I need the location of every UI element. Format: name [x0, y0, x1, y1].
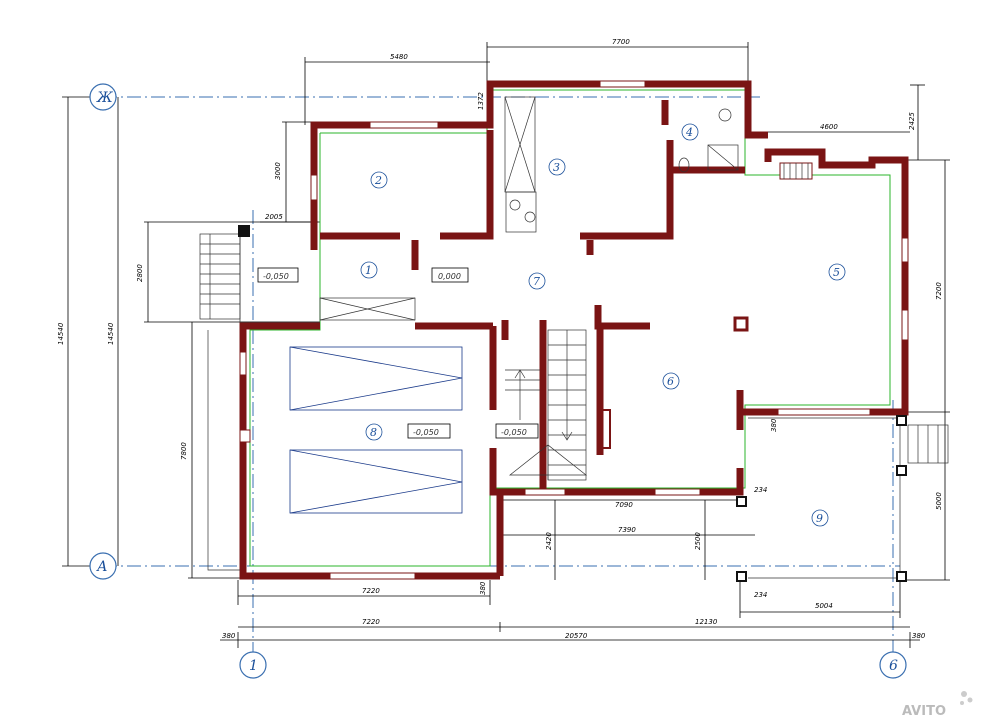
dim-bot-380-r: 380	[912, 632, 926, 640]
dim-col-234-a: 234	[754, 486, 767, 494]
finish-lines	[249, 89, 891, 567]
dim-mid-2420: 2420	[545, 532, 553, 550]
dim-left-14540-outer: 14540	[57, 322, 65, 345]
staircase	[505, 329, 588, 481]
level-garage: -0,050	[413, 428, 439, 437]
dim-left-7800: 7800	[180, 442, 188, 460]
room-8-label: 8	[370, 426, 377, 439]
axis-bubbles: Ж А 1 6	[89, 83, 907, 679]
dimension-lines	[62, 42, 950, 648]
dim-mid-2500: 2500	[694, 532, 702, 550]
dim-left-3000: 3000	[274, 162, 282, 180]
dim-col-234-b: 234	[754, 591, 767, 599]
right-terrace-steps	[907, 424, 949, 464]
dim-top-7700: 7700	[612, 38, 630, 46]
windows	[239, 80, 909, 580]
garage-cars	[289, 346, 463, 514]
level-stair: -0,050	[501, 428, 527, 437]
dim-bot-5004: 5004	[815, 602, 833, 610]
dim-bot-380: 380	[479, 581, 487, 595]
dim-bot-12130: 12130	[695, 618, 718, 626]
walls	[239, 80, 909, 580]
dim-bot-7220: 7220	[362, 587, 380, 595]
dim-mid-7390: 7390	[618, 526, 636, 534]
axis-label-top-left: Ж	[96, 90, 114, 106]
avito-watermark: AVITO	[902, 691, 973, 719]
dim-bot-380-l: 380	[222, 632, 236, 640]
room-numbers: 1 2 3 4 5 6 7 8 9	[360, 123, 846, 527]
dim-top-5480: 5480	[390, 53, 408, 61]
axis-label-1: 1	[249, 658, 258, 674]
room-7-label: 7	[533, 275, 540, 288]
dim-left-2005: 2005	[265, 213, 283, 221]
fixtures	[199, 96, 949, 582]
axis-lines	[103, 96, 900, 665]
dim-top-1372: 1372	[477, 92, 485, 110]
axis-bubble-top-left	[89, 83, 117, 111]
dim-bot-20570: 20570	[565, 632, 588, 640]
dim-top-2425: 2425	[908, 112, 916, 130]
dim-left-14540-inner: 14540	[107, 322, 115, 345]
left-porch-steps	[199, 233, 320, 323]
dim-top-4600: 4600	[820, 123, 838, 131]
dim-mid-7090: 7090	[615, 501, 633, 509]
room-5-label: 5	[833, 266, 840, 279]
axis-bubble-bottom-left	[89, 552, 117, 580]
level-garage-box	[407, 423, 451, 439]
room-2-label: 2	[374, 174, 382, 187]
level-hall: 0,000	[438, 272, 461, 281]
level-porch: -0,050	[263, 272, 289, 281]
dim-bot-7220-b: 7220	[362, 618, 380, 626]
dimension-texts: 7700 5480 1372 4600 2425 3000 2005 2800 …	[57, 38, 943, 640]
axis-bubble-1	[239, 651, 267, 679]
room-1-label: 1	[365, 264, 372, 277]
room-6-label: 6	[667, 375, 674, 388]
axis-label-bottom-left: А	[96, 559, 108, 575]
dim-right-7200: 7200	[935, 282, 943, 300]
axis-label-6: 6	[889, 658, 898, 674]
axis-bubble-6	[879, 651, 907, 679]
level-hall-box	[431, 267, 469, 283]
dim-left-2800: 2800	[136, 264, 144, 282]
dim-mid-380: 380	[770, 418, 778, 432]
level-marks: -0,050 0,000 -0,050 -0,050	[257, 267, 539, 439]
dim-right-5000: 5000	[935, 492, 943, 510]
level-porch-box	[257, 267, 299, 283]
room-9-label: 9	[816, 512, 823, 525]
room-4-label: 4	[685, 126, 693, 139]
room-3-label: 3	[553, 161, 560, 174]
level-stair-box	[495, 423, 539, 439]
watermark-text: AVITO	[902, 704, 946, 719]
